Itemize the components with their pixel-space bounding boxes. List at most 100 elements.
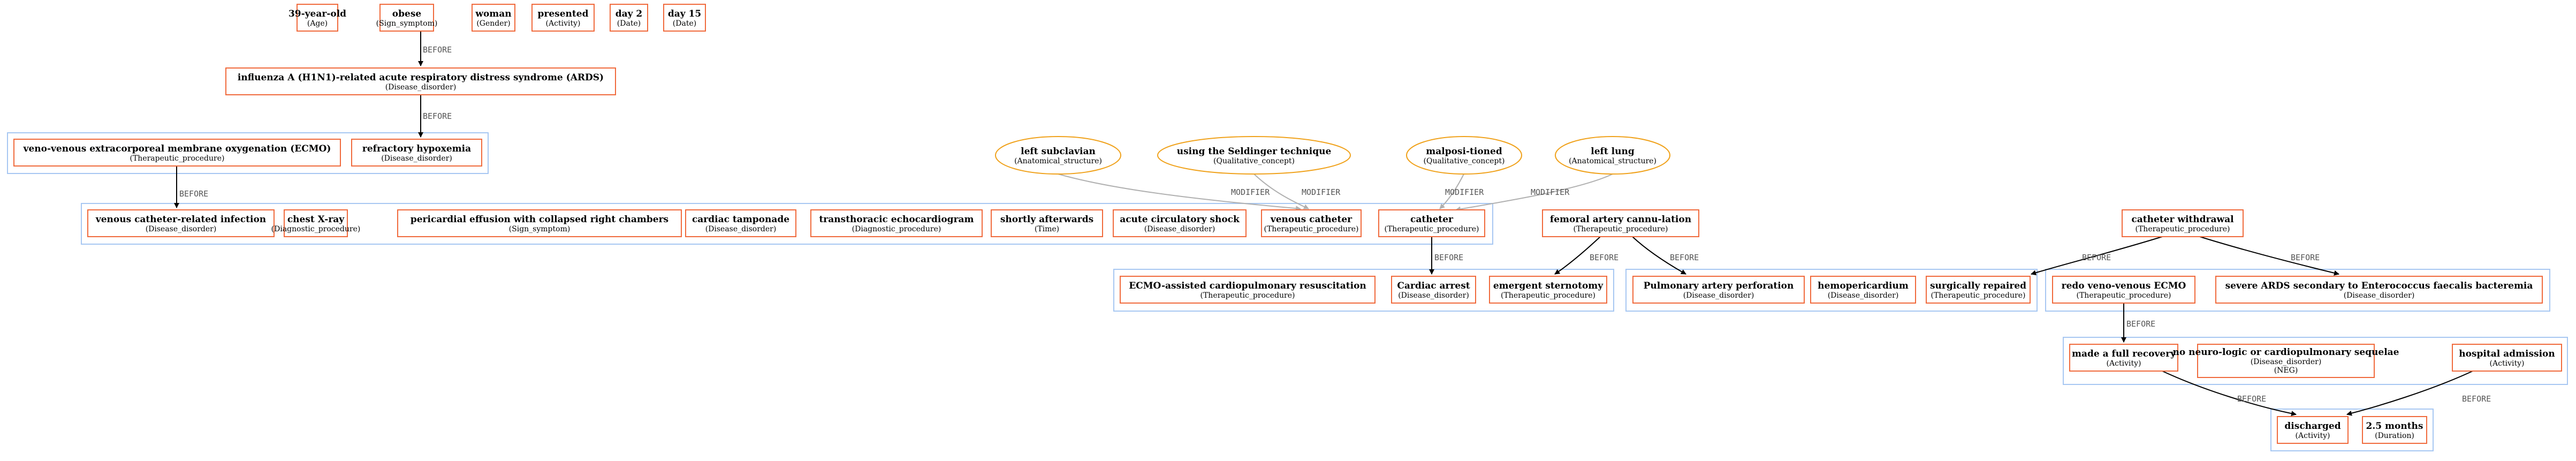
- node-subclav: left subclavian(Anatomical_structure): [995, 136, 1121, 175]
- node-label: emergent sternotomy: [1493, 281, 1604, 291]
- node-label: ECMO-assisted cardiopulmonary resuscitat…: [1129, 281, 1366, 291]
- node-type: (Anatomical_structure): [1014, 157, 1102, 165]
- node-label: using the Seldinger technique: [1177, 146, 1332, 157]
- node-type: (Sign_symptom): [376, 19, 438, 28]
- edge-withdrawal-to-repaired: [2031, 236, 2163, 276]
- node-type: (Activity): [546, 19, 581, 28]
- node-type: (Date): [617, 19, 641, 28]
- node-type: (Diagnostic_procedure): [271, 225, 361, 233]
- node-shape: [379, 4, 434, 32]
- node-type: (Disease_disorder): [2344, 291, 2415, 300]
- node-shape: [1406, 136, 1522, 175]
- node-type: (Qualitative_concept): [1424, 157, 1505, 165]
- node-vvecmo: veno-venous extracorporeal membrane oxyg…: [13, 139, 341, 167]
- node-recovery: made a full recovery(Activity): [2069, 344, 2178, 372]
- edge-admission-to-discharged: [2346, 371, 2473, 416]
- node-tamponade: cardiac tamponade(Disease_disorder): [685, 209, 796, 237]
- node-label: made a full recovery: [2072, 349, 2176, 359]
- node-type: (Activity): [2296, 432, 2330, 440]
- node-discharged: discharged(Activity): [2277, 416, 2349, 444]
- node-label: femoral artery cannu-lation: [1550, 214, 1691, 225]
- node-type: (Disease_disorder): [1683, 291, 1754, 300]
- node-label: refractory hypoxemia: [362, 143, 471, 154]
- node-sternotomy: emergent sternotomy(Therapeutic_procedur…: [1489, 276, 1607, 304]
- cluster-layer: [7, 132, 2568, 451]
- node-shape: [2215, 276, 2543, 304]
- node-day2: day 2(Date): [610, 4, 648, 32]
- node-day15: day 15(Date): [663, 4, 706, 32]
- node-shape: [1489, 276, 1607, 304]
- node-type: (Disease_disorder): [1828, 291, 1899, 300]
- node-shape: [2362, 416, 2427, 444]
- node-type: (Therapeutic_procedure): [1200, 291, 1295, 300]
- node-femoral: femoral artery cannu-lation(Therapeutic_…: [1542, 209, 1699, 237]
- node-label: venous catheter: [1270, 214, 1352, 225]
- node-shape: [2052, 276, 2195, 304]
- edge-label: MODIFIER: [1445, 187, 1484, 197]
- node-type: (Date): [673, 19, 696, 28]
- node-label: left lung: [1591, 146, 1635, 157]
- node-shape: [1157, 136, 1351, 175]
- node-shape: [531, 4, 595, 32]
- node-months: 2.5 months(Duration): [2362, 416, 2427, 444]
- node-label: redo veno-venous ECMO: [2062, 281, 2186, 291]
- node-shape: [2277, 416, 2349, 444]
- edge-label: BEFORE: [179, 189, 208, 199]
- node-malpos: malposi-tioned(Qualitative_concept): [1406, 136, 1522, 175]
- node-label: chest X-ray: [287, 214, 345, 225]
- node-shape: [351, 139, 482, 167]
- node-label: 2.5 months: [2366, 421, 2423, 432]
- node-perforation: Pulmonary artery perforation(Disease_dis…: [1632, 276, 1805, 304]
- node-type: (Therapeutic_procedure): [1574, 225, 1668, 233]
- node-cluster: [1113, 269, 1614, 312]
- node-shock: acute circulatory shock(Disease_disorder…: [1113, 209, 1247, 237]
- node-ecpr: ECMO-assisted cardiopulmonary resuscitat…: [1120, 276, 1376, 304]
- node-type: (Therapeutic_procedure): [1385, 225, 1479, 233]
- node-label: presented: [538, 9, 589, 19]
- node-cluster: [2270, 409, 2434, 451]
- node-severe: severe ARDS secondary to Enterococcus fa…: [2215, 276, 2543, 304]
- node-shape: [297, 4, 338, 32]
- node-cluster: [1625, 269, 2038, 312]
- node-label: cardiac tamponade: [692, 214, 789, 225]
- edge-label: MODIFIER: [1302, 187, 1341, 197]
- edge-subclav-to-vcath: [1058, 173, 1301, 211]
- node-label: transthoracic echocardiogram: [819, 214, 974, 225]
- node-type: (Disease_disorder): [705, 225, 777, 233]
- node-withdrawal: catheter withdrawal(Therapeutic_procedur…: [2122, 209, 2244, 237]
- node-layer: 39-year-old(Age)obese(Sign_symptom)woman…: [13, 4, 2562, 444]
- node-type: (Qualitative_concept): [1213, 157, 1295, 165]
- node-shape: [991, 209, 1103, 237]
- node-type: (Gender): [476, 19, 510, 28]
- node-shape: [1810, 276, 1916, 304]
- node-obese: obese(Sign_symptom): [376, 4, 438, 32]
- node-type: (Diagnostic_procedure): [852, 225, 941, 233]
- node-label: shortly afterwards: [1000, 214, 1093, 225]
- node-leftlung: left lung(Anatomical_structure): [1555, 136, 1670, 175]
- node-shape: [1378, 209, 1485, 237]
- node-label: no neuro-logic or cardiopulmonary sequel…: [2172, 347, 2399, 358]
- node-type: (Activity): [2107, 359, 2141, 368]
- node-shape: [472, 4, 515, 32]
- node-shape: [1926, 276, 2031, 304]
- node-label: hemopericardium: [1818, 281, 1909, 291]
- node-shape: [1632, 276, 1805, 304]
- node-arrest: Cardiac arrest(Disease_disorder): [1391, 276, 1476, 304]
- node-label: 39-year-old: [288, 9, 346, 19]
- node-label: catheter withdrawal: [2131, 214, 2234, 225]
- node-shape: [225, 67, 616, 95]
- node-label: Pulmonary artery perforation: [1644, 281, 1794, 291]
- node-type: (Therapeutic_procedure): [2077, 291, 2171, 300]
- node-type: (Disease_disorder): [146, 225, 217, 233]
- edge-label: BEFORE: [1590, 253, 1618, 262]
- node-hemoperi: hemopericardium(Disease_disorder): [1810, 276, 1916, 304]
- node-label: discharged: [2284, 421, 2341, 432]
- node-label: pericardial effusion with collapsed righ…: [411, 214, 668, 225]
- node-cath: catheter(Therapeutic_procedure): [1378, 209, 1485, 237]
- node-label: left subclavian: [1021, 146, 1096, 157]
- node-shape: [2452, 344, 2562, 372]
- node-label: catheter: [1410, 214, 1454, 225]
- node-shape: [995, 136, 1121, 175]
- node-label: acute circulatory shock: [1120, 214, 1240, 225]
